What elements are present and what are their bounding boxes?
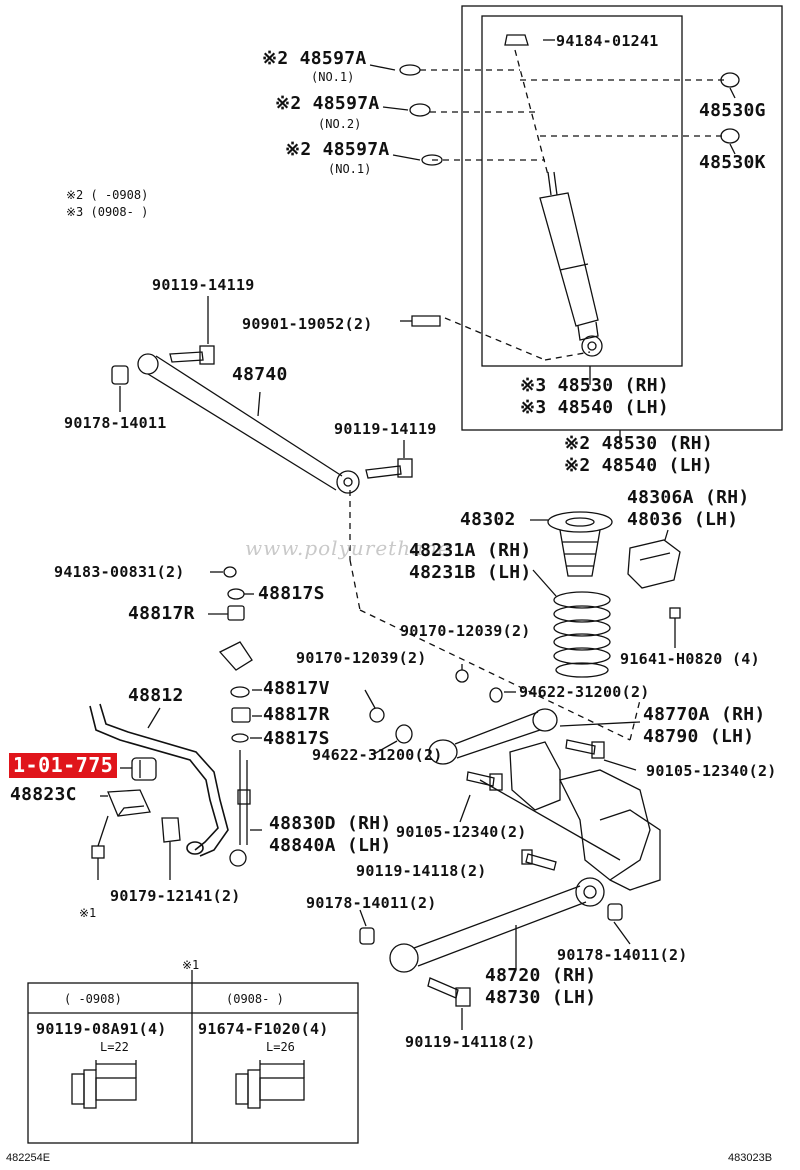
label-90179-12141: 90179-12141(2): [110, 887, 241, 905]
label-48817s-top: 48817S: [258, 583, 325, 604]
lower-arm: [389, 877, 605, 973]
label-48770a-rh: 48770A (RH): [643, 704, 766, 725]
footer-right-code: 483023B: [728, 1152, 773, 1164]
washer-48597a-2: [409, 103, 431, 117]
washer-48597a-3: [421, 154, 443, 166]
note-1-table: ※1: [182, 958, 200, 972]
label-48817r-bottom: 48817R: [263, 704, 330, 725]
label-90119-14119-mid: 90119-14119: [334, 420, 437, 438]
label-48306a-rh: 48306A (RH): [627, 487, 750, 508]
note-2-date-range: ※2 ( -0908): [66, 188, 149, 202]
label-90178-14011-b: 90178-14011(2): [306, 894, 437, 912]
table-col1-part: 90119-08A91(4): [36, 1020, 167, 1038]
label-48597a-no1-top: ※2 48597A: [262, 48, 367, 69]
label-90105-12340-b: 90105-12340(2): [396, 823, 527, 841]
label-48540-lh-3: ※3 48540 (LH): [520, 397, 670, 418]
label-48812: 48812: [128, 685, 184, 706]
label-90170-12039-a: 90170-12039(2): [400, 622, 531, 640]
label-48530-rh-3: ※3 48530 (RH): [520, 375, 670, 396]
label-48231a-rh: 48231A (RH): [409, 540, 532, 561]
label-48530-rh-2: ※2 48530 (RH): [564, 433, 714, 454]
label-94622-31200-a: 94622-31200(2): [519, 683, 650, 701]
table-col2-part: 91674-F1020(4): [198, 1020, 329, 1038]
label-48720-rh: 48720 (RH): [485, 965, 597, 986]
note-3-date-range: ※3 (0908- ): [66, 205, 149, 219]
label-90119-14118-a: 90119-14118(2): [356, 862, 487, 880]
label-90178-14011-left: 90178-14011: [64, 414, 167, 432]
label-48597a-no1-bottom: ※2 48597A: [285, 139, 390, 160]
upper-arm: [428, 708, 558, 765]
note-1-bolt: ※1: [79, 906, 97, 920]
label-48830d-rh: 48830D (RH): [269, 813, 392, 834]
label-90901-19052: 90901-19052(2): [242, 315, 373, 333]
label-94183-00831: 94183-00831(2): [54, 563, 185, 581]
label-48817v: 48817V: [263, 678, 330, 699]
washer-48597a-1: [399, 64, 421, 76]
label-48597a-no1-bottom-note: (NO.1): [328, 162, 372, 176]
label-90119-14119-top: 90119-14119: [152, 276, 255, 294]
shock-outer-frame: [461, 5, 783, 431]
label-48597a-no1-top-note: (NO.1): [311, 70, 355, 84]
label-91641-h0820: 91641-H0820 (4): [620, 650, 760, 668]
stabilizer-bar: [89, 703, 229, 857]
label-48530g: 48530G: [699, 100, 766, 121]
label-48530k: 48530K: [699, 152, 766, 173]
label-94622-31200-b: 94622-31200(2): [312, 746, 443, 764]
label-90170-12039-b: 90170-12039(2): [296, 649, 427, 667]
table-col2-length: L=26: [266, 1040, 295, 1054]
footer-left-code: 482254E: [6, 1152, 51, 1164]
nut-94184: [504, 34, 529, 46]
label-48790-lh: 48790 (LH): [643, 726, 755, 747]
bump-stopper: [547, 511, 613, 577]
shock-absorber: [539, 171, 603, 357]
table-col2-header: (0908- ): [226, 992, 284, 1006]
label-48817r-top: 48817R: [128, 603, 195, 624]
label-90119-14118-b: 90119-14118(2): [405, 1033, 536, 1051]
label-48597a-no2-note: (NO.2): [318, 117, 362, 131]
label-48823c: 48823C: [10, 784, 77, 805]
highlight-part-1-01-775[interactable]: 1-01-775: [9, 753, 118, 778]
bolt-table: [27, 970, 359, 1144]
table-col1-length: L=22: [100, 1040, 129, 1054]
shock-inner-frame: [481, 15, 683, 367]
table-col1-header: ( -0908): [64, 992, 122, 1006]
lateral-rod-48740: [137, 353, 360, 494]
label-48840a-lh: 48840A (LH): [269, 835, 392, 856]
label-90178-14011-c: 90178-14011(2): [557, 946, 688, 964]
stabilizer-bushing: [131, 757, 157, 781]
stabilizer-link: [229, 750, 251, 867]
watermark: www.polyurethane: [245, 536, 451, 560]
label-48597a-no2: ※2 48597A: [275, 93, 380, 114]
coil-spring: [553, 591, 611, 678]
axle-housing: [479, 741, 661, 891]
label-48730-lh: 48730 (LH): [485, 987, 597, 1008]
label-94184-01241: 94184-01241: [556, 32, 659, 50]
label-48740: 48740: [232, 364, 288, 385]
label-90105-12340-a: 90105-12340(2): [646, 762, 777, 780]
label-48817s-bottom: 48817S: [263, 728, 330, 749]
label-48302: 48302: [460, 509, 516, 530]
label-48540-lh-2: ※2 48540 (LH): [564, 455, 714, 476]
spring-bracket: [627, 539, 681, 589]
label-48036-lh: 48036 (LH): [627, 509, 739, 530]
label-48231b-lh: 48231B (LH): [409, 562, 532, 583]
